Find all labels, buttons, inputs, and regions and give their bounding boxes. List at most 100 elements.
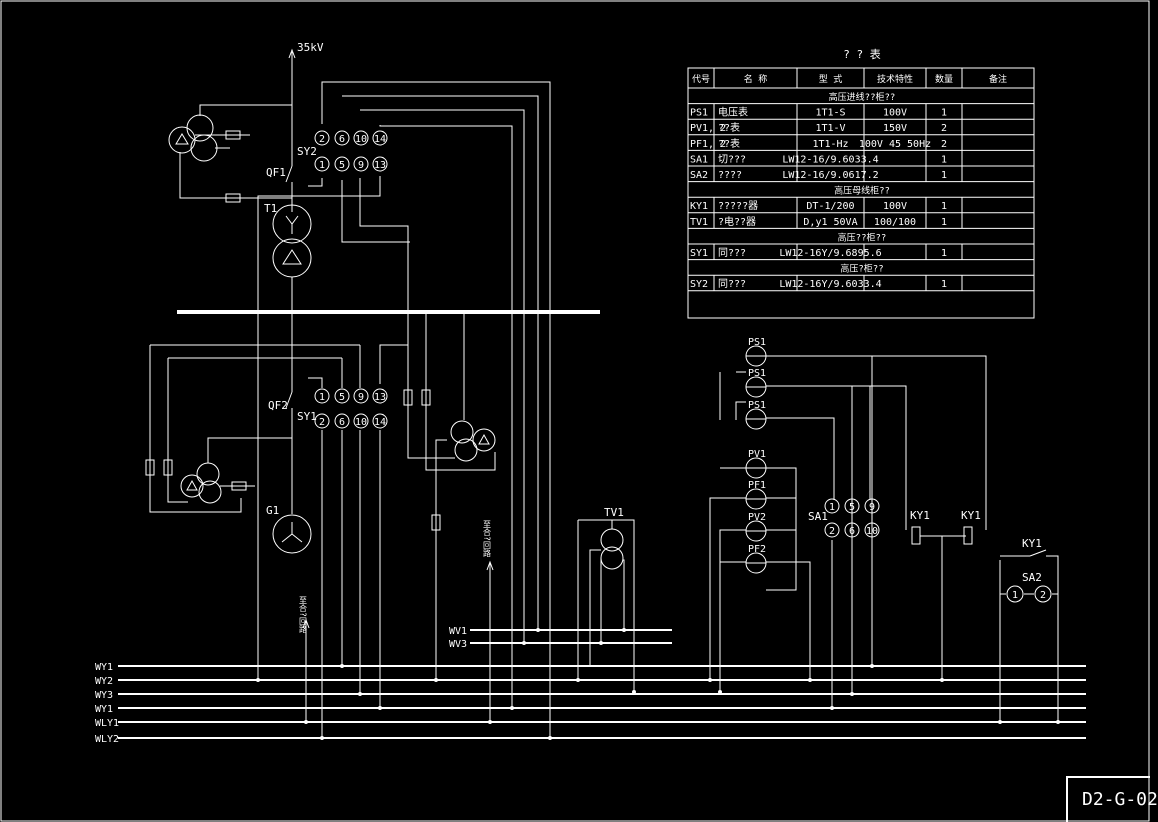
table-cell: SY1 [690, 248, 708, 259]
wy-bus-label: WLY1 [95, 718, 119, 729]
table-cell: 同??? [718, 247, 746, 259]
contact-number: 10 [866, 526, 878, 537]
contact-terminal [824, 522, 840, 538]
table-cell: 100V 45 50Hz [859, 139, 931, 150]
table-header-cell: 数量 [935, 73, 953, 85]
contact-terminal [334, 156, 350, 172]
contact-terminal [864, 498, 880, 514]
g1-label: G1 [266, 504, 279, 517]
contact-terminal [1006, 585, 1024, 603]
contact-terminal [372, 413, 388, 429]
junction-dot [708, 678, 712, 682]
contact-terminal [353, 388, 369, 404]
contact-number: 10 [355, 417, 367, 428]
contact-wiring [257, 81, 551, 738]
contact-terminal [314, 413, 330, 429]
table-cell: ??表 [718, 121, 740, 134]
contact-terminal [314, 130, 330, 146]
t1-winding-upper [272, 204, 312, 244]
junction-dot [320, 736, 324, 740]
meter-label: PF2 [748, 544, 766, 555]
table-cell: PV1, 2 [690, 123, 726, 134]
svg-text:至合?回路: 至合?回路 [483, 520, 492, 557]
contact-terminal [372, 130, 388, 146]
table-header-cell: 代号 [692, 74, 710, 85]
svg-text:至合?回路: 至合?回路 [299, 596, 308, 633]
contact-terminal [353, 130, 369, 146]
table-cell: 同??? [718, 278, 746, 290]
contact-number: 5 [849, 502, 855, 513]
table-cell: 电压表 [718, 106, 748, 119]
contact-number: 2 [1040, 590, 1046, 601]
svg-text:KY1: KY1 [910, 509, 930, 522]
table-section-row: 高压??柜?? [838, 231, 887, 243]
contact-number: 6 [849, 526, 855, 537]
table-cell: ?电??器 [718, 215, 756, 228]
tv1: TV1 [577, 506, 635, 692]
junction-dot [830, 706, 834, 710]
wy-bus-label: WLY2 [95, 734, 119, 745]
junction-dot [632, 690, 636, 694]
table-cell: KY1 [690, 201, 708, 212]
contact-terminal [334, 130, 350, 146]
junction-dot [998, 720, 1002, 724]
qf2-label: QF2 [268, 399, 288, 412]
tv1-label: TV1 [604, 506, 624, 519]
voltage-label: 35kV [297, 41, 324, 54]
table-section-row: 高压进线??柜?? [829, 91, 896, 103]
table-cell: LW12-16/9.6033.4 [782, 154, 878, 165]
qf1-label: QF1 [266, 166, 286, 179]
table-cell: ???? [718, 170, 742, 181]
note-right: 至合?回路 [483, 520, 494, 722]
contact-number: 10 [355, 134, 367, 145]
contact-terminal [334, 413, 350, 429]
junction-dot [522, 641, 526, 645]
sy2-label: SY2 [297, 145, 317, 158]
junction-dot [599, 641, 603, 645]
contact-terminal [844, 498, 860, 514]
table-header-cell: 技术特性 [877, 73, 913, 85]
contact-number: 6 [339, 417, 345, 428]
t1-label: T1 [264, 202, 277, 215]
meter-label: PS1 [748, 368, 766, 379]
contact-number: 1 [1012, 590, 1018, 601]
svg-text:KY1: KY1 [1022, 537, 1042, 550]
junction-dot [358, 692, 362, 696]
junction-dot [340, 664, 344, 668]
table-cell: 1T1-V [815, 123, 845, 134]
contact-terminal [353, 156, 369, 172]
contact-number: 13 [374, 160, 386, 171]
table-cell: PF1, 2 [690, 139, 726, 150]
contact-terminal [844, 522, 860, 538]
table-cell: 1 [941, 279, 947, 290]
contact-number: 5 [339, 392, 345, 403]
table-header-cell: 名 称 [744, 73, 767, 85]
bus-vt [403, 312, 496, 680]
table-cell: 2 [941, 123, 947, 134]
table-cell: DT-1/200 [806, 201, 854, 212]
table-header-cell: 备注 [989, 73, 1007, 85]
contact-number: 14 [374, 417, 386, 428]
note-left: 至合?回路 [299, 596, 310, 722]
svg-text:KY1: KY1 [961, 509, 981, 522]
sy1-label: SY1 [297, 410, 317, 423]
table-cell: ??表 [718, 137, 740, 150]
junction-dot [548, 736, 552, 740]
contact-number: 2 [319, 134, 325, 145]
contact-terminal [314, 156, 330, 172]
wy-bus-label: WY1 [95, 662, 113, 673]
contact-number: 1 [829, 502, 835, 513]
sa2-label: SA2 [1022, 571, 1042, 584]
incoming-feeder: 35kV QF1 SY2 T1 [168, 41, 324, 312]
contact-terminal [353, 413, 369, 429]
meter-label: PS1 [748, 337, 766, 348]
junction-dot [256, 678, 260, 682]
contact-number: 13 [374, 392, 386, 403]
